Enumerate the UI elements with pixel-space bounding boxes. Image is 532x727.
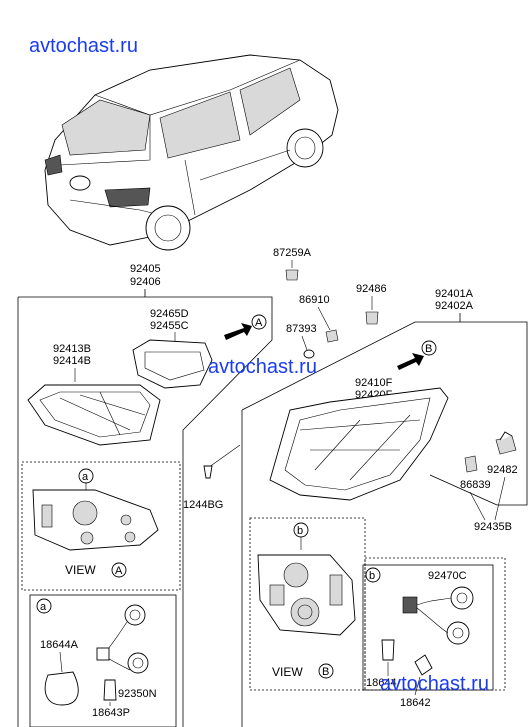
- callout-A-circle-view: [111, 562, 127, 578]
- label-86910: 86910: [299, 294, 330, 306]
- label-92406: 92406: [130, 276, 161, 288]
- arrow-B-icon: [397, 353, 424, 370]
- car-illustration: [44, 54, 339, 251]
- label-92350N: 92350N: [118, 688, 157, 700]
- label-92414B: 92414B: [53, 355, 91, 367]
- callout-a-2: a: [40, 601, 47, 613]
- label-92486: 92486: [356, 283, 387, 295]
- label-92401A: 92401A: [435, 288, 474, 300]
- label-1244BG: 1244BG: [183, 499, 223, 511]
- label-92470C: 92470C: [428, 570, 467, 582]
- label-87393: 87393: [286, 323, 317, 335]
- callout-b-circle-2: [365, 567, 381, 583]
- label-18644: 18644: [366, 677, 397, 689]
- label-92455C: 92455C: [150, 320, 189, 332]
- callout-B-circle-view: [318, 663, 334, 679]
- label-18643P: 18643P: [92, 707, 130, 719]
- label-92482: 92482: [487, 464, 518, 476]
- left-inner-lamp-group: 92405 92406 92465D 92455C A 92413B 92414…: [17, 263, 273, 727]
- label-18644A: 18644A: [40, 639, 79, 651]
- label-18642: 18642: [400, 697, 431, 709]
- label-92465D: 92465D: [150, 308, 189, 320]
- watermark-middle: avtochast.ru: [208, 356, 317, 378]
- fasteners-group: 87259A 86910 87393 92486 1244BG: [183, 247, 387, 511]
- callout-B-circle: [421, 340, 437, 356]
- label-92405: 92405: [130, 263, 161, 275]
- callout-A: A: [255, 317, 263, 329]
- label-92413B: 92413B: [53, 343, 91, 355]
- callout-b-2: b: [369, 570, 375, 582]
- view-A-label: VIEW: [65, 563, 96, 577]
- callout-B-view: B: [322, 666, 329, 678]
- callout-A-circle: [251, 314, 267, 330]
- label-87259A: 87259A: [273, 247, 312, 259]
- callout-A-view: A: [115, 565, 123, 577]
- callout-b-1: b: [297, 525, 303, 537]
- view-B-label: VIEW: [272, 665, 303, 679]
- label-92435B: 92435B: [474, 521, 512, 533]
- label-86839: 86839: [460, 479, 491, 491]
- right-outer-lamp-group: 92401A 92402A B 92410F 92420F 86839 9248…: [241, 288, 528, 727]
- label-92402A: 92402A: [435, 300, 474, 312]
- watermark-bottom: avtochast.ru: [380, 673, 489, 695]
- arrow-A-icon: [224, 323, 252, 340]
- callout-B: B: [425, 343, 432, 355]
- label-92410F: 92410F: [355, 377, 393, 389]
- callout-a-1: a: [82, 471, 89, 483]
- watermark-top: avtochast.ru: [29, 35, 138, 57]
- callout-a-circle-2: [36, 598, 52, 614]
